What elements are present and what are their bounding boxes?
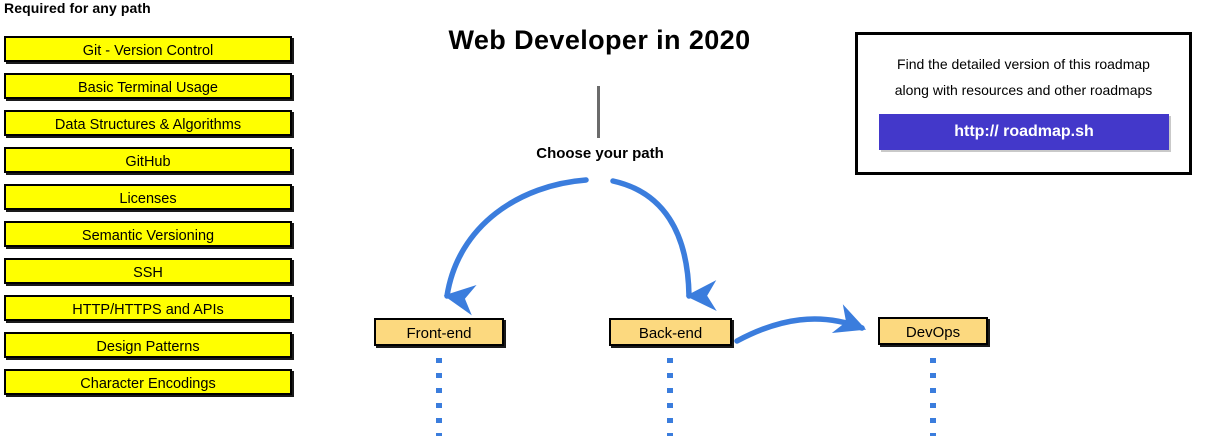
info-card-line-1: Find the detailed version of this roadma… [897, 56, 1150, 72]
info-card-line-2: along with resources and other roadmaps [894, 82, 1153, 98]
skill-box[interactable]: Character Encodings [4, 369, 292, 395]
page-title: Web Developer in 2020 [448, 25, 751, 55]
path-box-devops[interactable]: DevOps [878, 317, 988, 345]
skill-box[interactable]: Git - Version Control [4, 36, 292, 62]
skill-box[interactable]: Basic Terminal Usage [4, 73, 292, 99]
arrow-backend-to-devops [734, 304, 867, 344]
roadmap-link-button[interactable]: http:// roadmap.sh [879, 114, 1169, 150]
arrow-to-frontend [443, 177, 589, 316]
choose-path-label: Choose your path [536, 145, 664, 162]
skill-box[interactable]: SSH [4, 258, 292, 284]
skill-box[interactable]: HTTP/HTTPS and APIs [4, 295, 292, 321]
dotted-trail-frontend [436, 358, 442, 436]
dotted-trail-backend [667, 358, 673, 436]
skill-box[interactable]: GitHub [4, 147, 292, 173]
title-connector-line [597, 86, 600, 138]
dotted-trail-devops [930, 358, 936, 436]
skill-box[interactable]: Semantic Versioning [4, 221, 292, 247]
skill-box[interactable]: Data Structures & Algorithms [4, 110, 292, 136]
skill-box[interactable]: Licenses [4, 184, 292, 210]
skill-box[interactable]: Design Patterns [4, 332, 292, 358]
info-card: Find the detailed version of this roadma… [855, 32, 1192, 175]
path-box-backend[interactable]: Back-end [609, 318, 732, 346]
path-box-frontend[interactable]: Front-end [374, 318, 504, 346]
required-section-heading: Required for any path [4, 0, 151, 16]
arrow-to-backend [610, 178, 717, 311]
required-skill-list: Git - Version Control Basic Terminal Usa… [4, 36, 292, 406]
